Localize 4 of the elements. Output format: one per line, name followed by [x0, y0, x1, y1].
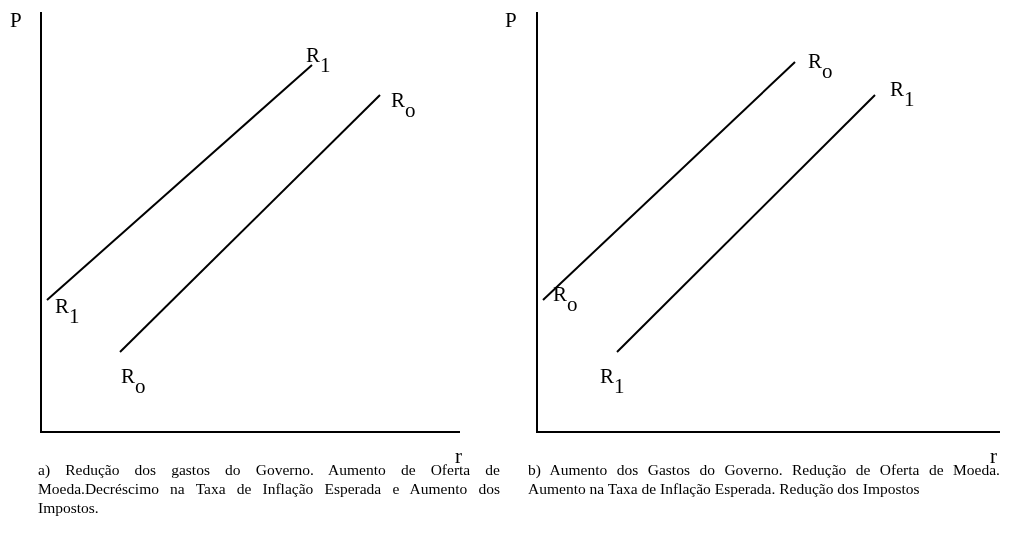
axis-label: r [990, 446, 997, 467]
axis-label: P [10, 10, 22, 31]
axis-label: r [455, 446, 462, 467]
axis-label: P [505, 10, 517, 31]
